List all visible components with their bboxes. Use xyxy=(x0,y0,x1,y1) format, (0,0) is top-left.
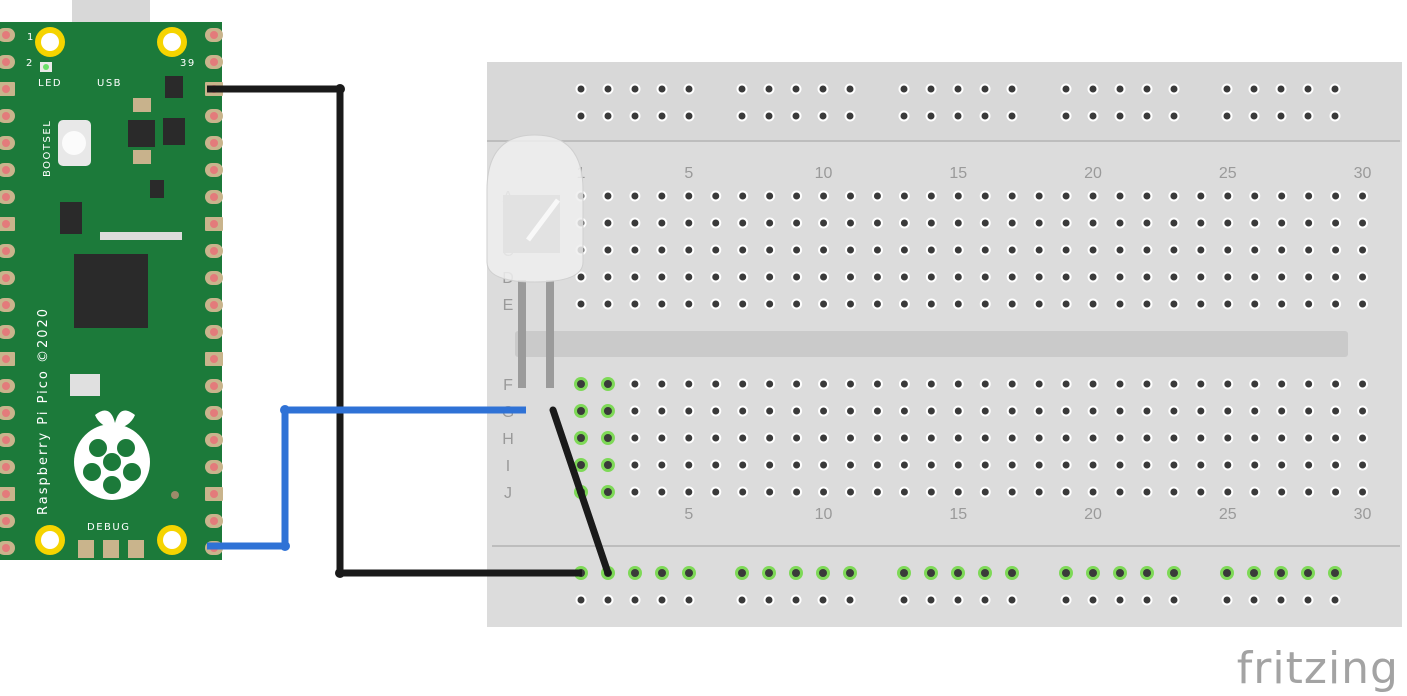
breadboard-hole xyxy=(577,461,585,469)
breadboard-hole xyxy=(603,380,612,388)
led-component xyxy=(486,134,584,388)
power-rail-hole xyxy=(1277,569,1285,577)
row-label: E xyxy=(503,297,514,314)
pico-board: 1 2 39 LED USB BOOTSEL Raspberry Pi Pico… xyxy=(0,0,223,560)
column-number-label: 10 xyxy=(815,506,833,523)
breadboard: 15510101515202025253030ABCDEFGHIJ xyxy=(487,62,1402,627)
power-rail-hole xyxy=(1331,569,1339,577)
column-number-label: 10 xyxy=(815,165,833,182)
brand-label: Raspberry Pi Pico ©2020 xyxy=(36,307,51,515)
column-number-label: 30 xyxy=(1354,506,1372,523)
power-rail-hole xyxy=(658,569,666,577)
column-number-label: 15 xyxy=(949,165,967,182)
power-rail-hole xyxy=(792,569,800,577)
led-leg-anode xyxy=(518,280,526,388)
power-rail-hole xyxy=(846,569,854,577)
power-rail-hole xyxy=(900,569,908,577)
row-label: J xyxy=(504,485,512,502)
column-number-label: 20 xyxy=(1084,506,1102,523)
breadboard-hole xyxy=(577,407,585,415)
column-number-label: 30 xyxy=(1354,165,1372,182)
bootsel-label: BOOTSEL xyxy=(42,120,53,177)
breadboard-hole xyxy=(603,434,612,442)
power-rail-hole xyxy=(927,569,935,577)
debug-label: DEBUG xyxy=(87,522,130,533)
power-rail-hole xyxy=(765,569,773,577)
power-rail-hole xyxy=(1170,569,1178,577)
led-leg-cathode xyxy=(546,280,554,388)
raspberry-logo xyxy=(74,410,150,500)
signal-wire xyxy=(207,406,526,550)
power-rail-hole xyxy=(631,569,639,577)
column-number-label: 15 xyxy=(949,506,967,523)
breadboard-hole xyxy=(603,461,612,469)
breadboard-hole xyxy=(577,434,585,442)
power-rail-hole xyxy=(819,569,827,577)
usb-label: USB xyxy=(97,78,122,89)
column-number-label: 20 xyxy=(1084,165,1102,182)
breadboard-hole xyxy=(603,407,612,415)
row-label: F xyxy=(503,377,513,394)
power-rail-hole xyxy=(1062,569,1070,577)
led-cathode-wire xyxy=(549,406,612,577)
column-number-label: 25 xyxy=(1219,165,1237,182)
power-rail-hole xyxy=(981,569,989,577)
pin39-label: 39 xyxy=(180,58,196,69)
fritzing-logo: fritzing xyxy=(1236,643,1399,694)
rp2040-chip xyxy=(74,254,148,328)
breadboard-hole xyxy=(577,380,585,388)
column-number-label: 25 xyxy=(1219,506,1237,523)
pin2-label: 2 xyxy=(26,58,34,69)
power-rail-hole xyxy=(685,569,693,577)
pin1-label: 1 xyxy=(27,32,35,43)
power-rail-hole xyxy=(1143,569,1151,577)
row-label: I xyxy=(506,458,510,475)
power-rail-hole xyxy=(1089,569,1097,577)
ground-wire xyxy=(207,85,582,577)
power-rail-hole xyxy=(1223,569,1231,577)
breadboard-hole xyxy=(603,488,612,496)
power-rail-hole xyxy=(738,569,746,577)
power-rail-hole xyxy=(1250,569,1258,577)
power-rail-hole xyxy=(1116,569,1124,577)
row-label: H xyxy=(502,431,514,448)
led-label: LED xyxy=(38,78,62,89)
power-rail-hole xyxy=(954,569,962,577)
column-number-label: 5 xyxy=(684,165,693,182)
column-number-label: 5 xyxy=(684,506,693,523)
power-rail-hole xyxy=(1008,569,1016,577)
wires xyxy=(207,84,612,578)
power-rail-hole xyxy=(1304,569,1312,577)
